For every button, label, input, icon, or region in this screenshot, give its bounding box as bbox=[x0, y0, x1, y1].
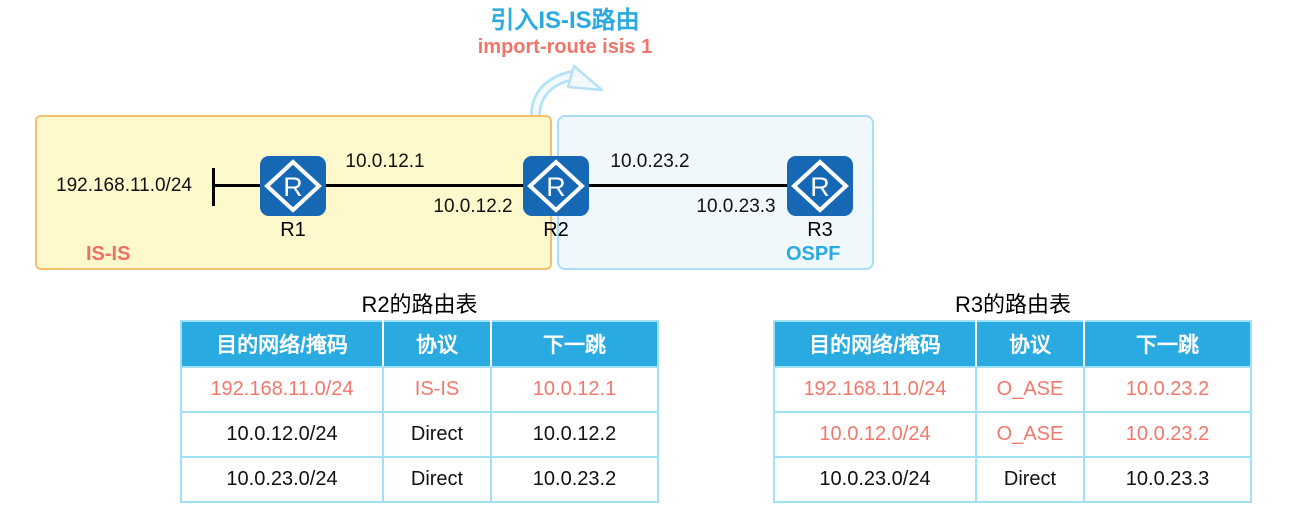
router-r2-label: R2 bbox=[543, 219, 569, 241]
table-row: 192.168.11.0/24 IS-IS 10.0.12.1 bbox=[180, 366, 659, 413]
cell-protocol: Direct bbox=[382, 411, 492, 458]
r2-routing-table: 目的网络/掩码 协议 下一跳 192.168.11.0/24 IS-IS 10.… bbox=[180, 320, 659, 503]
table-row: 10.0.12.0/24 Direct 10.0.12.2 bbox=[180, 411, 659, 458]
isis-zone-label: IS-IS bbox=[86, 243, 131, 265]
cell-protocol: IS-IS bbox=[382, 366, 492, 413]
cell-protocol: O_ASE bbox=[975, 411, 1085, 458]
header-nexthop: 下一跳 bbox=[490, 320, 659, 368]
router-r3-icon: R bbox=[787, 156, 853, 216]
cell-nexthop: 10.0.23.2 bbox=[1083, 411, 1252, 458]
cell-nexthop: 10.0.12.2 bbox=[490, 411, 659, 458]
header-destination: 目的网络/掩码 bbox=[773, 320, 977, 368]
svg-text:R: R bbox=[546, 172, 566, 202]
r2-table-title: R2的路由表 bbox=[361, 292, 478, 317]
r2-table-header-row: 目的网络/掩码 协议 下一跳 bbox=[180, 320, 659, 368]
table-row: 10.0.12.0/24 O_ASE 10.0.23.2 bbox=[773, 411, 1252, 458]
title-command-text: import-route isis 1 bbox=[477, 35, 653, 58]
ospf-zone-label: OSPF bbox=[786, 243, 841, 265]
title-import-isis: 引入IS-IS路由 bbox=[490, 7, 640, 34]
cell-nexthop: 10.0.23.2 bbox=[1083, 366, 1252, 413]
router-r3-label: R3 bbox=[807, 219, 833, 241]
cell-destination: 192.168.11.0/24 bbox=[180, 366, 384, 413]
cell-destination: 10.0.23.0/24 bbox=[773, 456, 977, 503]
link-label-10-0-12-2: 10.0.12.2 bbox=[433, 196, 513, 217]
svg-text:R: R bbox=[283, 172, 303, 202]
network-link-line bbox=[212, 184, 820, 187]
cell-destination: 192.168.11.0/24 bbox=[773, 366, 977, 413]
router-r2-icon: R bbox=[523, 156, 589, 216]
cell-destination: 10.0.12.0/24 bbox=[180, 411, 384, 458]
r3-routing-table: 目的网络/掩码 协议 下一跳 192.168.11.0/24 O_ASE 10.… bbox=[773, 320, 1252, 503]
stub-network-tick bbox=[212, 168, 215, 206]
table-row: 10.0.23.0/24 Direct 10.0.23.2 bbox=[180, 456, 659, 503]
link-label-10-0-12-1: 10.0.12.1 bbox=[345, 151, 425, 172]
cell-nexthop: 10.0.12.1 bbox=[490, 366, 659, 413]
cell-destination: 10.0.23.0/24 bbox=[180, 456, 384, 503]
router-r1-label: R1 bbox=[280, 219, 306, 241]
r3-table-title: R3的路由表 bbox=[954, 292, 1072, 317]
header-protocol: 协议 bbox=[975, 320, 1085, 368]
svg-text:R: R bbox=[810, 172, 830, 202]
cell-nexthop: 10.0.23.2 bbox=[490, 456, 659, 503]
r3-table-header-row: 目的网络/掩码 协议 下一跳 bbox=[773, 320, 1252, 368]
cell-nexthop: 10.0.23.3 bbox=[1083, 456, 1252, 503]
stub-network-label: 192.168.11.0/24 bbox=[56, 175, 192, 196]
cell-protocol: Direct bbox=[975, 456, 1085, 503]
link-label-10-0-23-3: 10.0.23.3 bbox=[696, 196, 776, 217]
table-row: 192.168.11.0/24 O_ASE 10.0.23.2 bbox=[773, 366, 1252, 413]
header-destination: 目的网络/掩码 bbox=[180, 320, 384, 368]
cell-destination: 10.0.12.0/24 bbox=[773, 411, 977, 458]
link-label-10-0-23-2: 10.0.23.2 bbox=[610, 151, 690, 172]
table-row: 10.0.23.0/24 Direct 10.0.23.3 bbox=[773, 456, 1252, 503]
header-nexthop: 下一跳 bbox=[1083, 320, 1252, 368]
cell-protocol: O_ASE bbox=[975, 366, 1085, 413]
header-protocol: 协议 bbox=[382, 320, 492, 368]
diagram-title: 引入IS-IS路由 import-route isis 1 bbox=[415, 7, 715, 60]
cell-protocol: Direct bbox=[382, 456, 492, 503]
router-r1-icon: R bbox=[260, 156, 326, 216]
